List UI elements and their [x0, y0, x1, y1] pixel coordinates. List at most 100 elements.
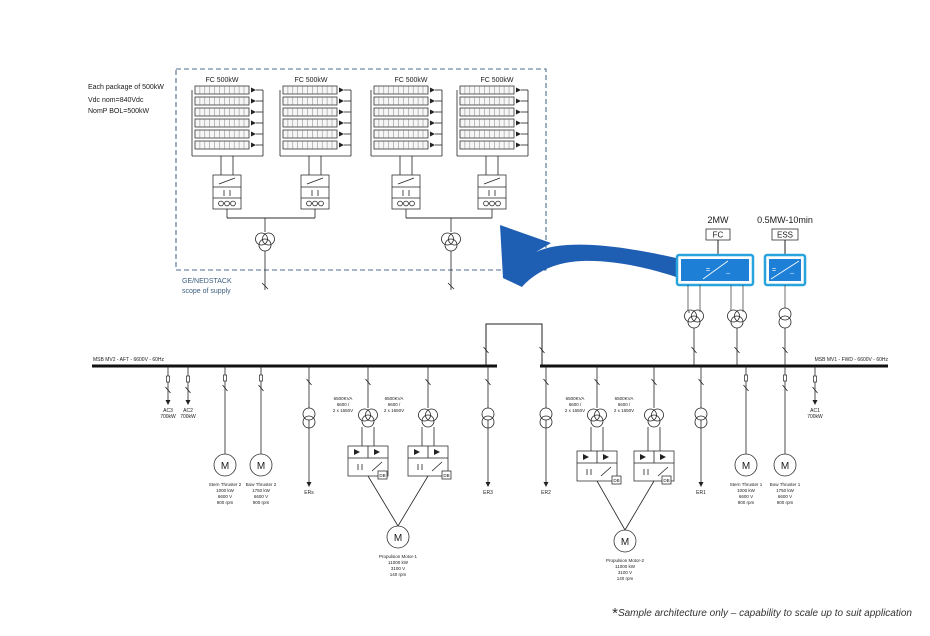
fuse-icon — [813, 375, 817, 383]
thruster-speed: 900 rpm — [777, 500, 794, 505]
breaker-icon — [743, 384, 749, 392]
er1-label: ER1 — [696, 490, 706, 496]
dc-dc-converter — [477, 174, 507, 210]
breaker-icon — [698, 378, 704, 386]
rating-line: 6600 / — [569, 402, 582, 407]
fc-cell-row — [373, 129, 429, 139]
thruster-bow-2: M Bow Thruster 2 1750 kW 6600 V 900 rpm — [246, 453, 277, 505]
fc-converter-module — [675, 253, 755, 287]
diode-icon — [430, 142, 435, 148]
propulsion-speed: 140 rpm — [617, 576, 634, 581]
diode-icon — [374, 449, 380, 455]
transformer-icon — [358, 408, 371, 422]
fc-cell-row — [194, 129, 250, 139]
db-label: DB — [613, 478, 619, 483]
motor-icon: M — [394, 533, 402, 544]
diode-icon — [430, 120, 435, 126]
inductor-icon — [306, 200, 312, 207]
fc-cell-row — [282, 96, 338, 106]
diode-icon — [414, 449, 420, 455]
ess-power-label: 0.5MW-10min — [757, 215, 813, 225]
diode-icon — [434, 449, 440, 455]
motor-icon: M — [781, 461, 789, 472]
ac2-name: AC2 — [183, 408, 193, 414]
diode-icon — [251, 120, 256, 126]
prop-transformer-rating-1: 6500KVA 6600 / 2 x 1650V — [333, 396, 353, 413]
diode-icon — [339, 109, 344, 115]
diode-icon — [251, 87, 256, 93]
inductor-icon — [409, 200, 415, 207]
inductor-icon — [397, 200, 403, 207]
transformer-icon — [684, 309, 697, 323]
thruster-power: 1750 kW — [776, 488, 795, 493]
thruster-speed: 900 rpm — [253, 500, 270, 505]
dc-symbol-icon: = — [706, 267, 710, 274]
fuse-icon — [186, 375, 190, 383]
fc-cell-row — [194, 107, 250, 117]
diode-icon — [660, 454, 666, 460]
fuse-icon — [783, 374, 787, 382]
dc-dc-converter — [391, 174, 421, 210]
thruster-name: Stern Thruster 2 — [209, 482, 242, 487]
diode-icon — [516, 109, 521, 115]
breaker-icon — [258, 384, 264, 392]
breaker-icon — [306, 378, 312, 386]
diode-icon — [516, 87, 521, 93]
fc-stack — [370, 85, 443, 218]
thruster-voltage: 6600 V — [254, 494, 268, 499]
inductor-icon — [312, 200, 318, 207]
propulsion-speed: 140 rpm — [390, 572, 407, 577]
breaker-icon — [594, 378, 600, 386]
transformer-icon — [644, 408, 657, 422]
thruster-name: Bow Thruster 2 — [246, 482, 277, 487]
inductor-icon — [483, 200, 489, 207]
propulsion-voltage: 3100 V — [391, 566, 405, 571]
fc-stacks — [191, 85, 529, 290]
fc-cell-row — [282, 85, 338, 95]
breaker-icon — [447, 282, 455, 290]
fc-cell-row — [373, 96, 429, 106]
fuse-icon — [259, 374, 263, 382]
breaker-icon — [543, 378, 549, 386]
ers-label: ERs — [304, 490, 314, 496]
footnote: *Sample architecture only – capability t… — [612, 605, 912, 622]
rating-line: 6500KVA — [385, 396, 404, 401]
breaker-icon — [812, 386, 818, 394]
fc-cell-row — [194, 118, 250, 128]
transformer-icon — [255, 232, 268, 246]
thruster-voltage: 6600 V — [218, 494, 232, 499]
diode-icon — [251, 142, 256, 148]
inductor-icon — [489, 200, 495, 207]
thruster-voltage: 6600 V — [739, 494, 753, 499]
diode-icon — [354, 449, 360, 455]
fc-cell-row — [373, 85, 429, 95]
ac-symbol-icon: ~ — [726, 271, 730, 278]
diode-icon — [430, 98, 435, 104]
thruster-speed: 900 rpm — [738, 500, 755, 505]
fc-cell-row — [194, 96, 250, 106]
er3-label: ER3 — [483, 490, 493, 496]
diode-icon — [516, 131, 521, 137]
propulsion-name: Propulsion Motor-2 — [606, 558, 645, 563]
dc-dc-converter — [212, 174, 242, 210]
breaker-icon — [782, 384, 788, 392]
propulsion-voltage: 3100 V — [618, 570, 632, 575]
breaker-icon — [483, 346, 489, 354]
fc-cell-row — [373, 118, 429, 128]
fc-cell-row — [459, 118, 515, 128]
db-box — [441, 470, 452, 480]
thruster-bow-1: M Bow Thruster 1 1750 kW 6600 V 900 rpm — [770, 453, 801, 505]
scope-of-supply-box — [175, 68, 547, 271]
fc-label: FC — [713, 231, 724, 240]
rating-line: 6500KVA — [615, 396, 634, 401]
inductor-icon — [495, 200, 501, 207]
load-arrow-icon — [812, 400, 818, 405]
diode-icon — [430, 87, 435, 93]
propulsion-power: 11000 kW — [388, 560, 409, 565]
load-arrow-icon — [165, 400, 171, 405]
dc-symbol-icon: = — [772, 267, 776, 274]
prop-transformer-rating-4: 6500KVA 6600 / 2 x 1650V — [614, 396, 634, 413]
breaker-icon — [539, 346, 545, 354]
thruster-power: 1000 kW — [737, 488, 756, 493]
diode-icon — [516, 98, 521, 104]
